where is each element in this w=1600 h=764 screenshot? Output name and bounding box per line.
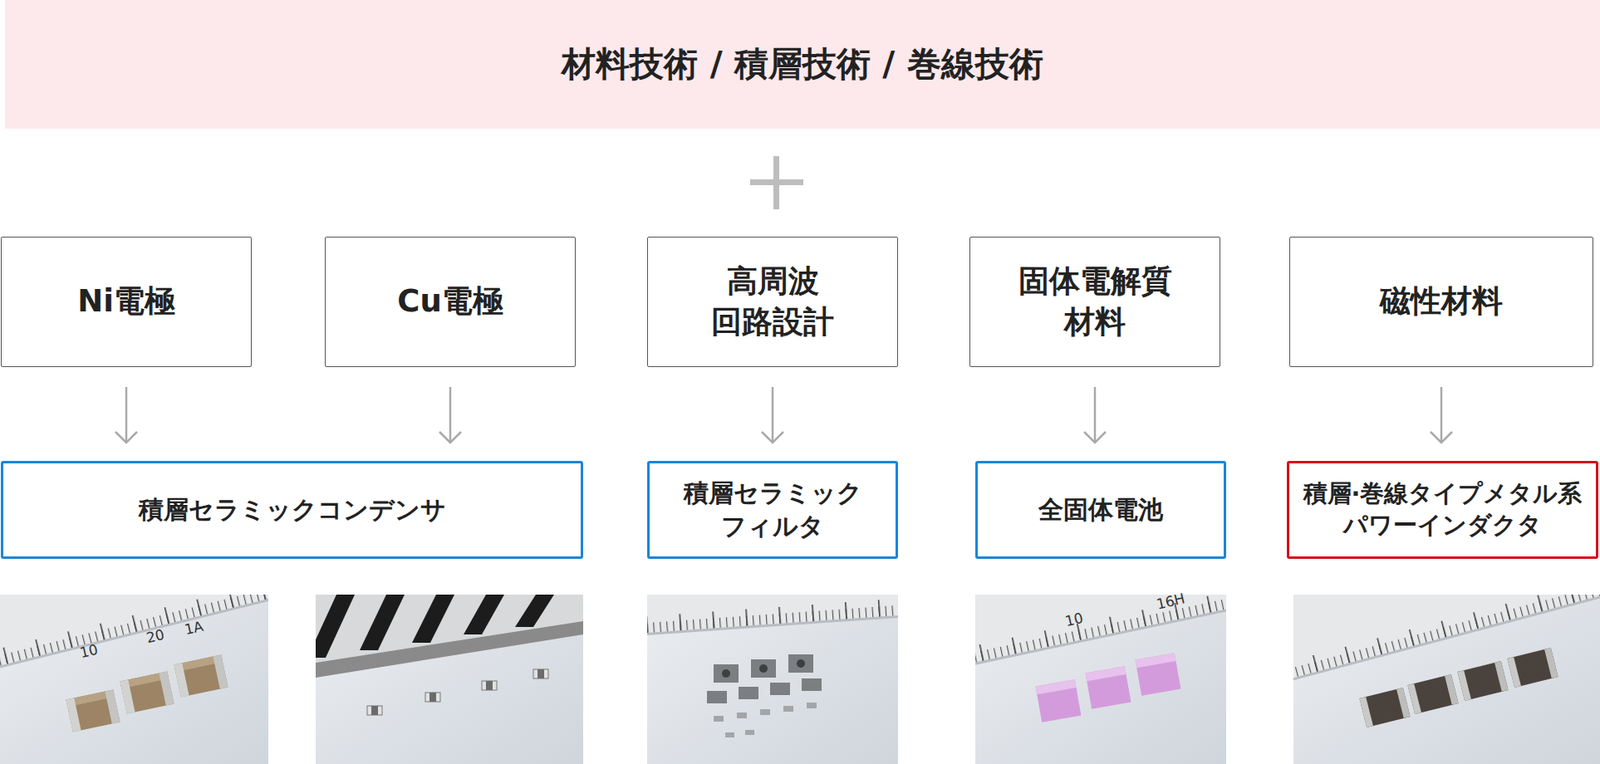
product-box: 積層セラミック フィルタ: [647, 461, 899, 560]
product-photo: [315, 594, 584, 764]
product-photo: [1293, 594, 1600, 764]
technology-box: 高周波 回路設計: [647, 236, 899, 368]
product-photo: [0, 594, 269, 764]
flow-arrow: [439, 387, 462, 443]
box-label: 磁性材料: [1379, 281, 1503, 323]
box-label: 固体電解質 材料: [1008, 261, 1181, 344]
product-box: 積層·巻線タイプメタル系 パワーインダクタ: [1286, 461, 1599, 560]
product-box: 積層セラミックコンデンサ: [0, 461, 584, 560]
product-box: 全固体電池: [975, 461, 1227, 560]
box-label: 積層·巻線タイプメタル系 パワーインダクタ: [1295, 478, 1590, 541]
flow-arrow: [115, 387, 138, 443]
box-label: 高周波 回路設計: [701, 261, 844, 344]
title-band: 材料技術 / 積層技術 / 巻線技術: [4, 0, 1600, 129]
technology-box: Cu電極: [324, 236, 576, 368]
box-label: Cu電極: [397, 281, 504, 323]
technology-box: 固体電解質 材料: [969, 236, 1221, 368]
box-label: 全固体電池: [1038, 493, 1164, 527]
product-photo: [647, 594, 899, 764]
box-label: 積層セラミックコンデンサ: [138, 493, 447, 527]
box-label: 材料技術 / 積層技術 / 巻線技術: [561, 41, 1043, 87]
plus-sign: [750, 156, 804, 210]
product-photo: [975, 594, 1227, 764]
box-label: 積層セラミック フィルタ: [677, 476, 868, 543]
flow-arrow: [1084, 387, 1106, 443]
box-label: Ni電極: [77, 281, 176, 323]
technology-box: 磁性材料: [1289, 236, 1594, 368]
flow-arrow: [1430, 387, 1453, 443]
flow-arrow: [761, 387, 784, 443]
technology-box: Ni電極: [0, 236, 252, 368]
